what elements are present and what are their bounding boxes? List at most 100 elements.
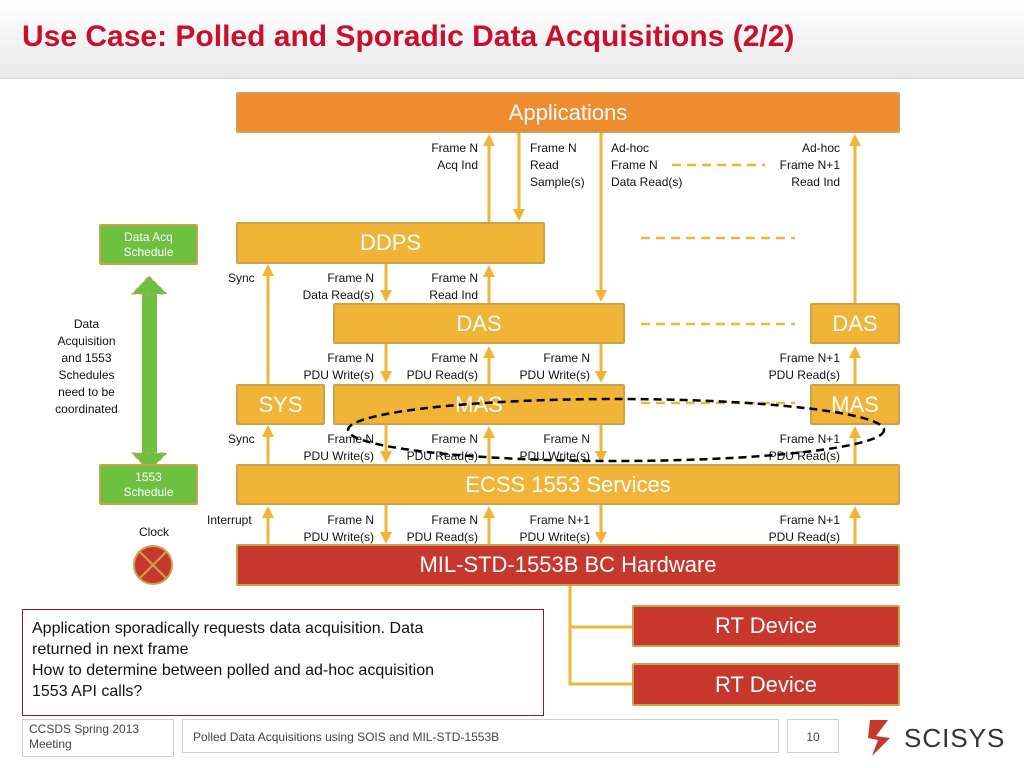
footer-page-number: 10 xyxy=(787,719,839,753)
note-line: returned in next frame xyxy=(32,641,189,658)
scisys-logo-icon xyxy=(868,720,890,756)
logo-text: SCISYS xyxy=(904,723,1006,753)
label-line: Frame N xyxy=(327,513,374,527)
label-line: Frame N xyxy=(431,271,478,285)
label-pdu-write-2: Frame N PDU Write(s) xyxy=(496,350,590,384)
label-line: Frame N xyxy=(543,432,590,446)
label-line: PDU Write(s) xyxy=(519,449,590,463)
label-line: Frame N xyxy=(431,351,478,365)
explanation-note: Application sporadically requests data a… xyxy=(22,609,544,716)
label-line: Sample(s) xyxy=(530,175,585,189)
label-pdu-read-right-1: Frame N+1 PDU Read(s) xyxy=(745,350,840,384)
label-line: PDU Read(s) xyxy=(768,530,840,544)
label-pdu-read-right-2: Frame N+1 PDU Read(s) xyxy=(745,431,840,465)
footer-event-line: Meeting xyxy=(29,737,72,751)
coordination-note-line: Data xyxy=(73,317,100,331)
schedule-1553-line-1: 1553 xyxy=(135,469,162,484)
label-line: Frame N xyxy=(611,158,658,172)
das-box: DAS xyxy=(333,303,625,344)
applications-box: Applications xyxy=(236,92,900,133)
label-pdu-write-4: Frame N PDU Write(s) xyxy=(496,431,590,465)
footer-topic: Polled Data Acquisitions using SOIS and … xyxy=(182,719,779,753)
coordination-arrow xyxy=(132,276,167,471)
mas-box: MAS xyxy=(333,384,625,425)
label-line: Ad-hoc xyxy=(801,141,840,155)
coordination-note-line: coordinated xyxy=(55,402,118,416)
schedule-1553-line-2: Schedule xyxy=(123,484,174,499)
rt-device-box-2: RT Device xyxy=(632,663,900,706)
label-line: Frame N xyxy=(431,432,478,446)
slide-title: Use Case: Polled and Sporadic Data Acqui… xyxy=(22,20,795,53)
label-line: Data Read(s) xyxy=(302,288,374,302)
footer-logo: SCISYS xyxy=(866,716,1016,760)
label-sync-ddps: Sync xyxy=(228,271,255,285)
label-pdu-write-1: Frame N PDU Write(s) xyxy=(280,350,374,384)
label-pdu-read-right-3: Frame N+1 PDU Read(s) xyxy=(745,512,840,546)
label-line: PDU Read(s) xyxy=(768,368,840,382)
title-bar: Use Case: Polled and Sporadic Data Acqui… xyxy=(0,0,1024,79)
sys-box: SYS xyxy=(236,384,325,425)
label-line: Frame N xyxy=(327,351,374,365)
label-line: Frame N xyxy=(327,432,374,446)
label-line: PDU Write(s) xyxy=(303,530,374,544)
ecss-box: ECSS 1553 Services xyxy=(236,464,900,505)
schedule-1553-box: 1553 Schedule xyxy=(99,464,198,505)
label-line: PDU Write(s) xyxy=(303,368,374,382)
label-line: Frame N+1 xyxy=(779,513,840,527)
coordination-note-line: Schedules xyxy=(58,368,115,382)
label-line: Frame N xyxy=(543,351,590,365)
label-pdu-write-6: Frame N+1 PDU Write(s) xyxy=(496,512,590,546)
label-line: Read Ind xyxy=(791,175,840,189)
label-line: PDU Read(s) xyxy=(768,449,840,463)
rt-device-box-1: RT Device xyxy=(632,605,900,647)
label-line: Frame N+1 xyxy=(779,158,840,172)
label-line: Frame N xyxy=(327,271,374,285)
coordination-note: Data Acquisition and 1553 Schedules need… xyxy=(40,316,133,418)
note-line: Application sporadically requests data a… xyxy=(32,620,424,637)
label-pdu-read-2: Frame N PDU Read(s) xyxy=(380,431,478,465)
label-line: Frame N xyxy=(530,141,577,155)
data-acq-schedule-box: Data Acq Schedule xyxy=(99,224,198,265)
label-data-read: Frame N Data Read(s) xyxy=(280,270,374,304)
footer-event: CCSDS Spring 2013 Meeting xyxy=(22,719,174,757)
label-line: Frame N+1 xyxy=(779,432,840,446)
footer-event-line: CCSDS Spring 2013 xyxy=(29,722,140,736)
label-line: PDU Read(s) xyxy=(406,530,478,544)
clock-icon xyxy=(133,545,173,585)
label-adhoc-read: Ad-hoc Frame N Data Read(s) xyxy=(611,140,682,191)
label-line: Read Ind xyxy=(429,288,478,302)
label-line: PDU Read(s) xyxy=(406,449,478,463)
coordination-note-line: need to be xyxy=(58,385,115,399)
label-pdu-read-3: Frame N PDU Read(s) xyxy=(380,512,478,546)
hardware-box: MIL-STD-1553B BC Hardware xyxy=(236,544,900,586)
label-line: Frame N xyxy=(431,141,478,155)
label-line: Frame N xyxy=(431,513,478,527)
label-interrupt: Interrupt xyxy=(207,513,252,527)
label-line: PDU Read(s) xyxy=(406,368,478,382)
das-right-box: DAS xyxy=(810,303,900,344)
mas-right-box: MAS xyxy=(810,384,900,425)
page-number: 10 xyxy=(806,730,820,744)
label-line: PDU Write(s) xyxy=(519,530,590,544)
label-line: Ad-hoc xyxy=(611,141,650,155)
coordination-note-line: and 1553 xyxy=(61,351,112,365)
footer-topic-text: Polled Data Acquisitions using SOIS and … xyxy=(193,730,500,744)
data-acq-schedule-line-1: Data Acq xyxy=(124,229,173,244)
label-line: Acq Ind xyxy=(437,158,478,172)
note-line: How to determine between polled and ad-h… xyxy=(32,662,435,679)
label-line: PDU Write(s) xyxy=(303,449,374,463)
label-read-sample: Frame N Read Sample(s) xyxy=(530,140,585,191)
data-acq-schedule-line-2: Schedule xyxy=(123,244,174,259)
ddps-box: DDPS xyxy=(236,222,545,264)
label-line: Data Read(s) xyxy=(611,175,683,189)
label-pdu-read-1: Frame N PDU Read(s) xyxy=(380,350,478,384)
connector-rt-devices xyxy=(568,586,632,686)
label-adhoc-ind: Ad-hoc Frame N+1 Read Ind xyxy=(760,140,840,191)
label-line: PDU Write(s) xyxy=(519,368,590,382)
label-sync-sys: Sync xyxy=(228,432,255,446)
coordination-note-line: Acquisition xyxy=(57,334,116,348)
clock-label: Clock xyxy=(139,525,170,539)
label-read-ind: Frame N Read Ind xyxy=(400,270,478,304)
label-line: Frame N+1 xyxy=(779,351,840,365)
